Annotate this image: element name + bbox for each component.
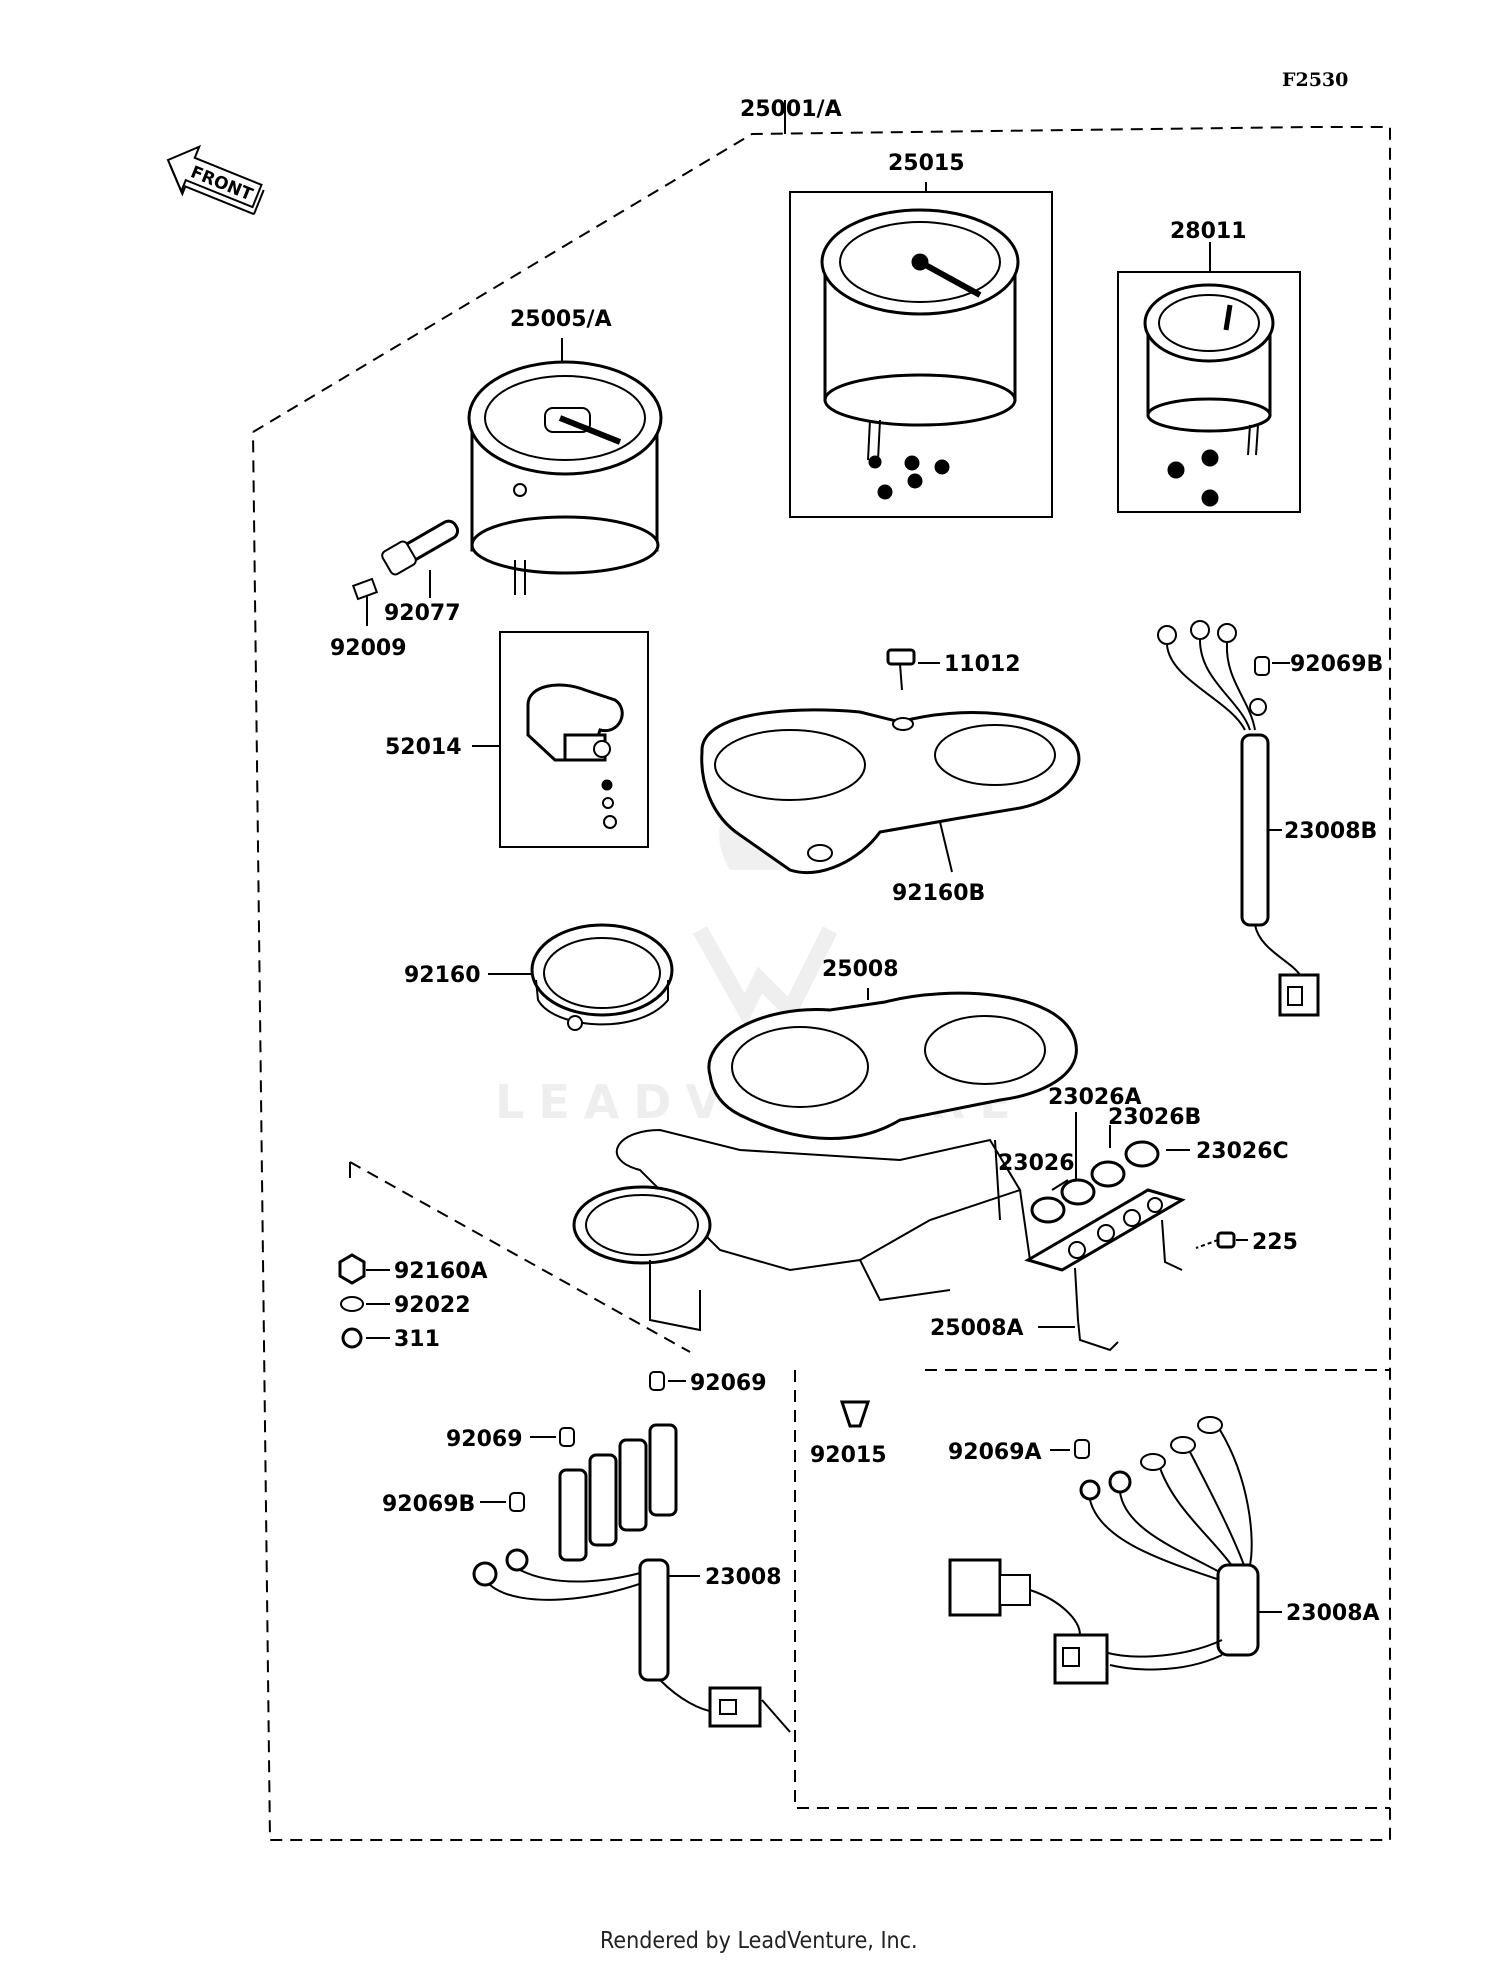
label-92160b: 92160B	[892, 881, 985, 906]
label-25005-a: 25005/A	[510, 307, 612, 332]
gauge-group	[1117, 242, 1301, 513]
tachometer	[820, 208, 1020, 469]
label-92015: 92015	[810, 1443, 887, 1468]
tachometer-group	[789, 182, 1053, 518]
label-52014: 52014	[385, 735, 462, 760]
bolt-11012	[886, 648, 940, 691]
label-92009: 92009	[330, 636, 407, 661]
ring-92160	[488, 923, 674, 1031]
label-25001-a: 25001/A	[740, 97, 842, 122]
label-311: 311	[394, 1327, 440, 1352]
label-23026c: 23026C	[1196, 1139, 1289, 1164]
grommet-92015	[839, 1400, 871, 1428]
label-92069b: 92069B	[382, 1492, 475, 1517]
label-23026: 23026	[998, 1151, 1075, 1176]
label-23008: 23008	[705, 1565, 782, 1590]
screw-225	[1195, 1231, 1248, 1249]
hardware-stack	[338, 1253, 390, 1349]
sub-boundaries	[349, 1161, 1390, 1809]
figure-code: F2530	[1282, 69, 1348, 91]
label-25008: 25008	[822, 957, 899, 982]
label-23008a: 23008A	[1286, 1601, 1380, 1626]
label-11012: 11012	[944, 652, 1021, 677]
label-23008b: 23008B	[1284, 819, 1377, 844]
label-92069a: 92069A	[948, 1440, 1042, 1465]
label-92069-mid: 92069	[446, 1427, 523, 1452]
harness-23008a	[948, 1416, 1282, 1685]
label-225: 225	[1252, 1230, 1298, 1255]
label-92069b-top: 92069B	[1290, 652, 1383, 677]
front-arrow-icon: FRONT	[166, 144, 265, 216]
harness-23008b	[1157, 620, 1320, 1017]
label-92022: 92022	[394, 1293, 471, 1318]
label-92160a: 92160A	[394, 1259, 488, 1284]
tachometer-screws	[877, 455, 950, 500]
assembly-boundary	[252, 100, 1391, 1841]
gear-housing-group	[472, 631, 649, 848]
label-92069-top: 92069	[690, 1371, 767, 1396]
gear-and-screw	[351, 519, 460, 626]
label-92077: 92077	[384, 601, 461, 626]
cover-92160b	[700, 708, 1081, 875]
label-28011: 28011	[1170, 219, 1247, 244]
label-25015: 25015	[888, 151, 965, 176]
bracket-25008a	[1024, 1188, 1186, 1352]
label-23026a: 23026A	[1048, 1085, 1142, 1110]
lenses	[1030, 1112, 1190, 1224]
speedometer	[467, 338, 663, 595]
gauge	[1143, 283, 1275, 456]
case-25008	[572, 988, 1078, 1332]
footer-credit: Rendered by LeadVenture, Inc.	[600, 1928, 918, 1954]
harness-23008	[472, 1371, 791, 1733]
label-92160: 92160	[404, 963, 481, 988]
label-23026b: 23026B	[1108, 1105, 1201, 1130]
label-25008a: 25008A	[930, 1316, 1024, 1341]
